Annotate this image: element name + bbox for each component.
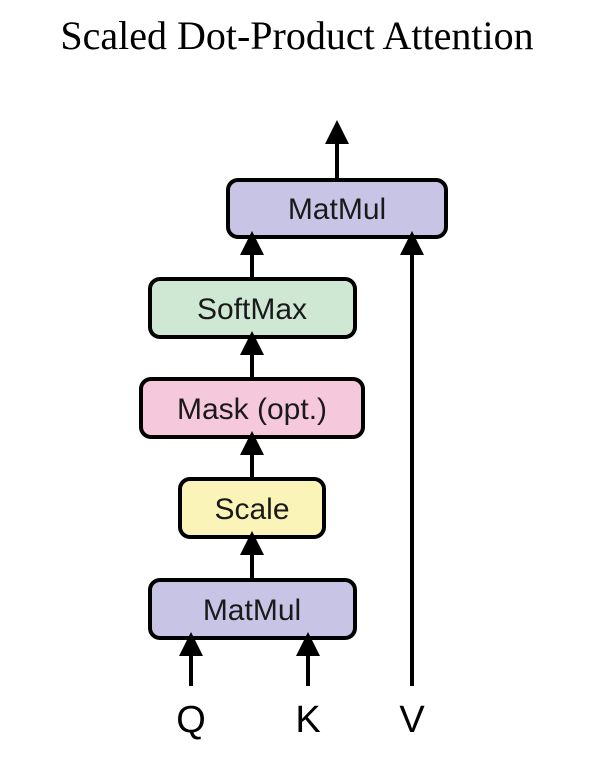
matmul-bottom-box <box>148 578 357 640</box>
diagram-title: Scaled Dot-Product Attention <box>60 13 534 58</box>
softmax-label: SoftMax <box>197 293 307 326</box>
scale-node: Scale <box>178 477 326 539</box>
matmul-top-node: MatMul <box>226 178 448 239</box>
matmul-bottom-node: MatMul <box>148 578 357 640</box>
mask-label: Mask (opt.) <box>177 393 327 426</box>
matmul-top-box <box>226 178 448 239</box>
softmax-node: SoftMax <box>148 277 357 339</box>
scale-label: Scale <box>214 493 289 526</box>
input-q-label: Q <box>176 699 206 741</box>
input-v-label: V <box>399 699 425 741</box>
matmul-bottom-label: MatMul <box>203 594 301 627</box>
matmul-top-label: MatMul <box>288 193 386 226</box>
input-k-label: K <box>295 699 320 741</box>
mask-node: Mask (opt.) <box>139 377 365 439</box>
